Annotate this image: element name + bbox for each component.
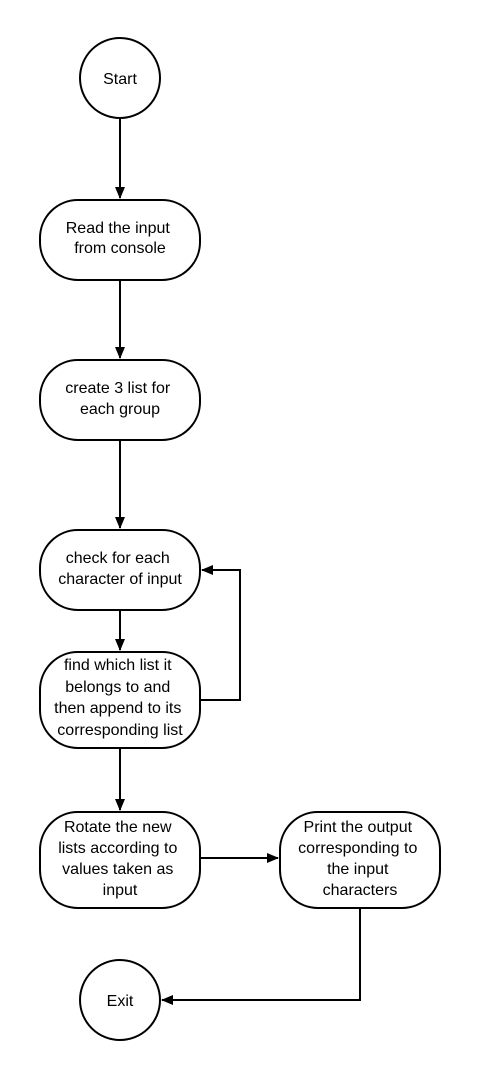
rotate-box — [39, 811, 201, 909]
node-check: check for each character of input — [39, 529, 201, 611]
edge-print-to-exit — [161, 908, 361, 1005]
node-exit: Exit — [79, 959, 161, 1041]
exit-circle — [79, 959, 161, 1041]
start-label: Start — [103, 71, 137, 88]
edge-find-loop-back-to-check — [200, 565, 241, 701]
create-box — [39, 359, 201, 441]
find-label: find which list it belongs to and then a… — [54, 657, 186, 739]
create-label: create 3 list for each group — [65, 380, 174, 418]
edges — [115, 118, 361, 1005]
node-start: Start — [79, 37, 161, 119]
print-label: Print the output corresponding to the in… — [298, 819, 422, 899]
check-box — [39, 529, 201, 611]
rotate-label: Rotate the new lists according to values… — [58, 819, 182, 899]
exit-label: Exit — [107, 993, 134, 1010]
print-box — [279, 811, 441, 909]
node-read: Read the input from console — [39, 199, 201, 281]
node-print: Print the output corresponding to the in… — [279, 811, 441, 909]
read-box — [39, 199, 201, 281]
start-circle — [79, 37, 161, 119]
node-create: create 3 list for each group — [39, 359, 201, 441]
read-label: Read the input from console — [66, 220, 175, 257]
check-label: check for each character of input — [58, 550, 182, 588]
node-find: find which list it belongs to and then a… — [39, 651, 201, 749]
find-box — [39, 651, 201, 749]
node-rotate: Rotate the new lists according to values… — [39, 811, 201, 909]
